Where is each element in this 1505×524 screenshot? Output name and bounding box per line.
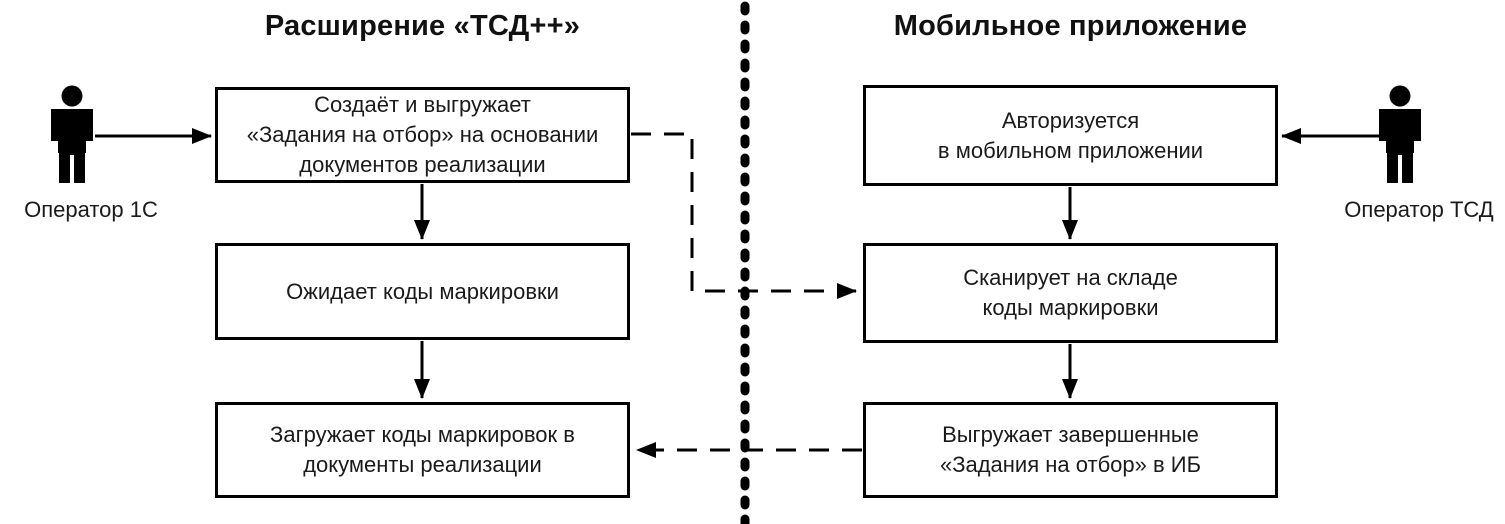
step-box-wait-marking-codes: Ожидает коды маркировки (215, 243, 630, 340)
lane-title-tsd-extension: Расширение «ТСД++» (264, 10, 581, 42)
person-icon (51, 85, 93, 183)
step-box-authorize-mobile-app: Авторизуется в мобильном приложении (863, 85, 1278, 186)
person-icon (1379, 85, 1421, 183)
step-box-create-upload-tasks: Создаёт и выгружает «Задания на отбор» н… (215, 87, 630, 183)
step-box-upload-completed-tasks: Выгружает завершенные «Задания на отбор»… (863, 402, 1278, 498)
lane-title-mobile-app: Мобильное приложение (893, 10, 1248, 42)
actor-label-operator-1c: Оператор 1С (24, 197, 158, 222)
step-box-scan-warehouse-codes: Сканирует на складе коды маркировки (863, 243, 1278, 343)
actor-label-operator-tsd: Оператор ТСД (1344, 197, 1494, 222)
step-box-load-codes-into-documents: Загружает коды маркировок в документы ре… (215, 402, 630, 498)
dashed-connector-create-to-scan (631, 132, 857, 299)
